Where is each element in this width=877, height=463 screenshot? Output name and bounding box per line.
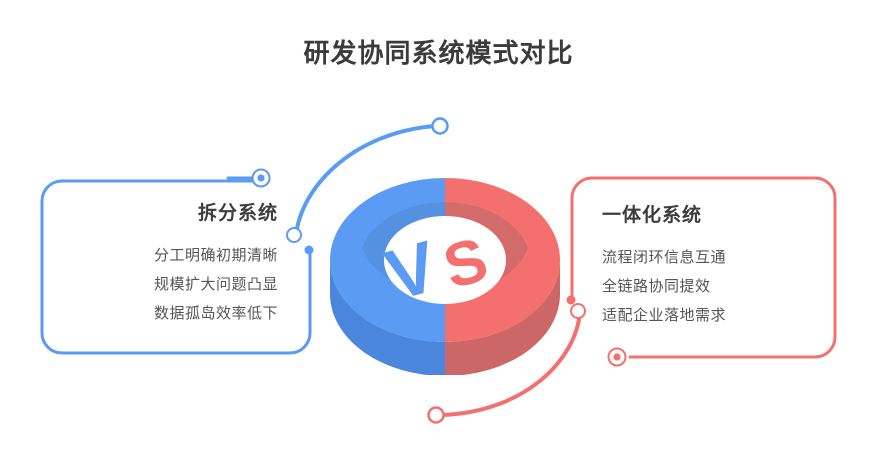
blue-ring-dot-marker-core: [257, 174, 265, 182]
list-item: 流程闭环信息互通: [602, 249, 727, 266]
blue-arc-end-circle: [431, 117, 449, 135]
blue-hollow-circle-marker: [286, 227, 302, 243]
red-arc-end-circle: [427, 406, 445, 424]
list-item: 全链路协同提效: [602, 278, 711, 295]
red-filled-dot-marker: [566, 295, 576, 305]
donut-inner-shadow: [362, 202, 528, 304]
red-connector-arc: [440, 310, 582, 417]
list-item: 规模扩大问题凸显: [153, 276, 278, 293]
list-item: 适配企业落地需求: [602, 307, 727, 324]
blue-connector-arc: [294, 124, 437, 238]
right-panel-title: 一体化系统: [602, 205, 703, 226]
page-title: 研发协同系统模式对比: [303, 38, 574, 68]
donut-depth-right: [445, 260, 560, 375]
right-panel-frame: [570, 176, 837, 359]
list-item: 分工明确初期清晰: [153, 247, 278, 264]
left-panel-title: 拆分系统: [197, 203, 278, 224]
blue-filled-dot-marker: [304, 245, 314, 255]
left-comparison-panel: 拆分系统 分工明确初期清晰 规模扩大问题凸显 数据孤岛效率低下: [42, 180, 310, 353]
list-item: 数据孤岛效率低下: [153, 305, 278, 322]
left-panel-frame: [40, 179, 312, 355]
donut-inner-shadow-blue: [362, 202, 445, 304]
donut-depth: [330, 260, 560, 375]
right-comparison-panel: 一体化系统 流程闭环信息互通 全链路协同提效 适配企业落地需求: [572, 178, 835, 357]
donut-inner-shadow-red: [445, 202, 528, 304]
red-hollow-circle-marker: [570, 303, 586, 319]
red-ring-dot-marker-core: [613, 353, 621, 361]
donut-depth-left: [330, 260, 445, 375]
left-panel-item-list: 分工明确初期清晰 规模扩大问题凸显 数据孤岛效率低下: [42, 241, 278, 328]
right-panel-item-list: 流程闭环信息互通 全链路协同提效 适配企业落地需求: [602, 243, 835, 330]
donut-hole: [384, 216, 506, 304]
vs-donut-chart: [330, 178, 560, 375]
